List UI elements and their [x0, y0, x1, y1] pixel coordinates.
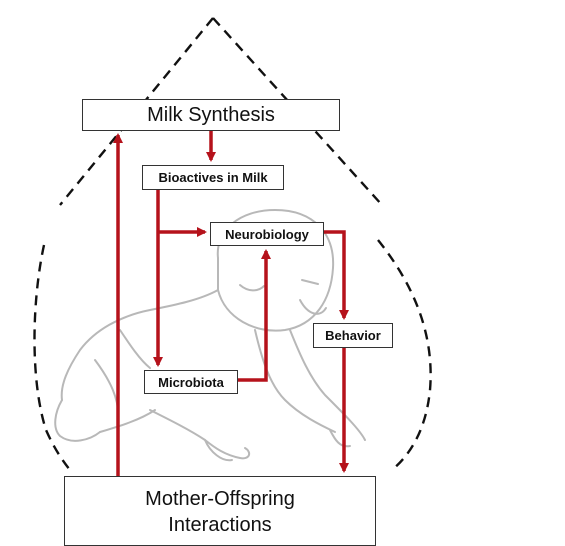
diagram-canvas: [33, 17, 432, 476]
node-bioactives-in-milk: Bioactives in Milk: [142, 165, 284, 190]
node-bioactives-label: Bioactives in Milk: [158, 170, 268, 185]
node-microbiota-label: Microbiota: [158, 374, 224, 390]
arrow-microbiota-to-neurobiology: [238, 249, 271, 382]
arrows: [113, 131, 349, 476]
arrow-neurobiology-to-behavior: [324, 230, 349, 320]
node-mother-offspring-interactions: Mother-Offspring Interactions: [64, 476, 376, 546]
node-behavior-label: Behavior: [325, 328, 381, 343]
node-milk-synthesis: Milk Synthesis: [82, 99, 340, 131]
node-microbiota: Microbiota: [144, 370, 238, 394]
node-neurobiology: Neurobiology: [210, 222, 324, 246]
node-neurobiology-label: Neurobiology: [225, 226, 309, 242]
node-milk-synthesis-label: Milk Synthesis: [147, 104, 275, 126]
node-mother-offspring-line2: Interactions: [168, 514, 272, 536]
node-behavior: Behavior: [313, 323, 393, 348]
node-mother-offspring-line1: Mother-Offspring: [145, 488, 295, 510]
